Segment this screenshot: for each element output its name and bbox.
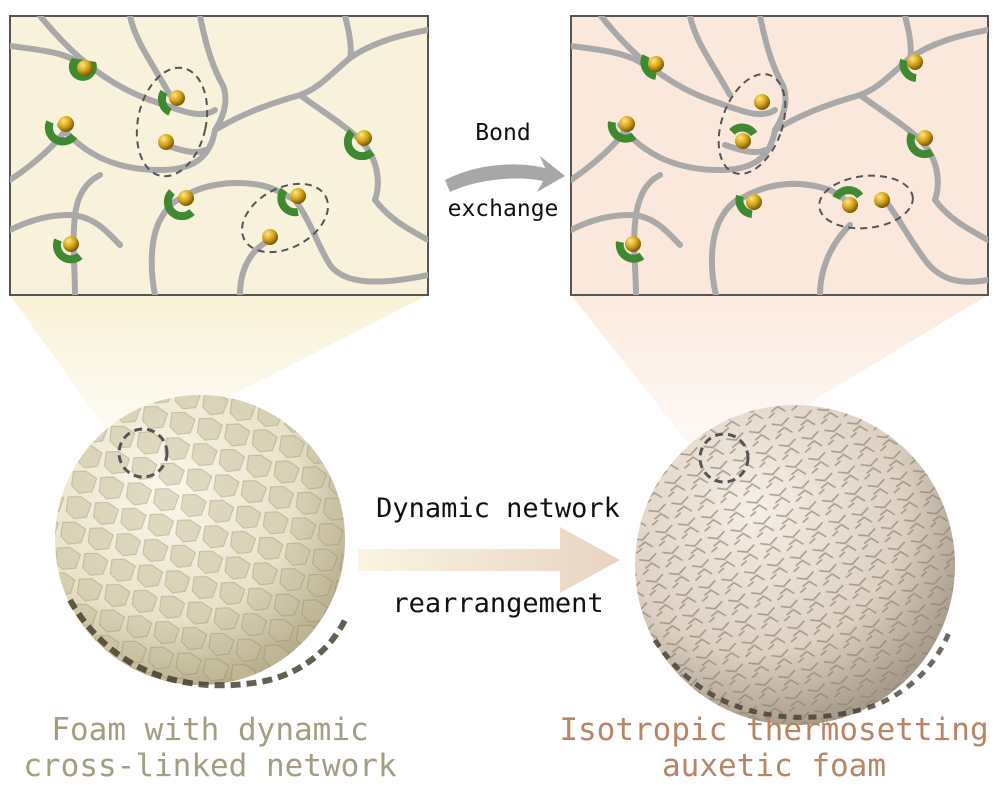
crosslink (729, 123, 758, 149)
caption-right: Isotropic thermosetting auxetic foam (548, 712, 1000, 784)
crosslink (262, 229, 278, 245)
crosslink (52, 236, 83, 264)
polymer-chain (212, 27, 428, 133)
crosslink (157, 89, 185, 116)
bond-label: Bond (475, 120, 530, 146)
polymer-chain (237, 237, 273, 295)
zoom-circle-right (698, 432, 750, 484)
polymer-chain (148, 195, 185, 295)
crosslink (735, 194, 762, 218)
crosslink (754, 94, 770, 110)
exchange-label: exchange (448, 196, 559, 222)
dynamic-network-label: Dynamic network (376, 493, 620, 524)
polymer-chain (932, 197, 988, 243)
polymer-chain (292, 197, 428, 285)
foam-sphere-right (635, 405, 955, 725)
polymer-chain (598, 16, 778, 118)
network-panel-left (9, 15, 429, 296)
crosslink (68, 58, 97, 81)
polymer-chain (722, 142, 768, 156)
bond-exchange-arrow (445, 156, 565, 192)
polymer-chain (571, 211, 683, 248)
polymer-chain (372, 197, 428, 243)
caption-left-line1: Foam with dynamic (51, 712, 369, 748)
foam-sphere-left (55, 395, 348, 689)
polymer-chain (817, 222, 853, 295)
polymer-chain (342, 16, 354, 61)
caption-left: Foam with dynamic cross-linked network (0, 712, 420, 784)
exchange-loop (135, 66, 209, 178)
polymer-chain (10, 211, 123, 248)
caption-right-line2: auxetic foam (662, 748, 886, 784)
exchange-loop (241, 182, 329, 254)
crosslink (832, 186, 864, 213)
exchange-loop (818, 174, 914, 230)
caption-right-line1: Isotropic thermosetting (559, 712, 989, 748)
crosslink (899, 54, 923, 82)
polymer-chain (127, 16, 173, 98)
rearrangement-label: rearrangement (392, 588, 603, 619)
crosslink (163, 189, 195, 221)
crosslink (343, 129, 375, 161)
zoom-cone-left (10, 295, 428, 452)
zoom-circle-left (117, 427, 169, 479)
polymer-chain (70, 172, 103, 295)
crosslink (158, 134, 174, 150)
caption-left-line2: cross-linked network (23, 748, 397, 784)
crosslink (44, 116, 78, 146)
rearrangement-arrow (358, 527, 620, 593)
polymer-chain (631, 172, 663, 295)
polymer-chain (772, 27, 988, 133)
polymer-chain (37, 16, 218, 118)
polymer-chain (757, 16, 789, 133)
crosslink (615, 236, 645, 263)
polymer-chain (882, 197, 988, 285)
polymer-chain (197, 16, 229, 133)
crosslink (277, 187, 306, 217)
network-panel-right (570, 15, 989, 296)
crosslink (607, 116, 637, 143)
crosslink (640, 54, 664, 80)
polymer-chain (687, 16, 733, 98)
crosslink (874, 192, 890, 208)
zoom-cone-right (571, 295, 988, 466)
crosslink (906, 130, 935, 159)
